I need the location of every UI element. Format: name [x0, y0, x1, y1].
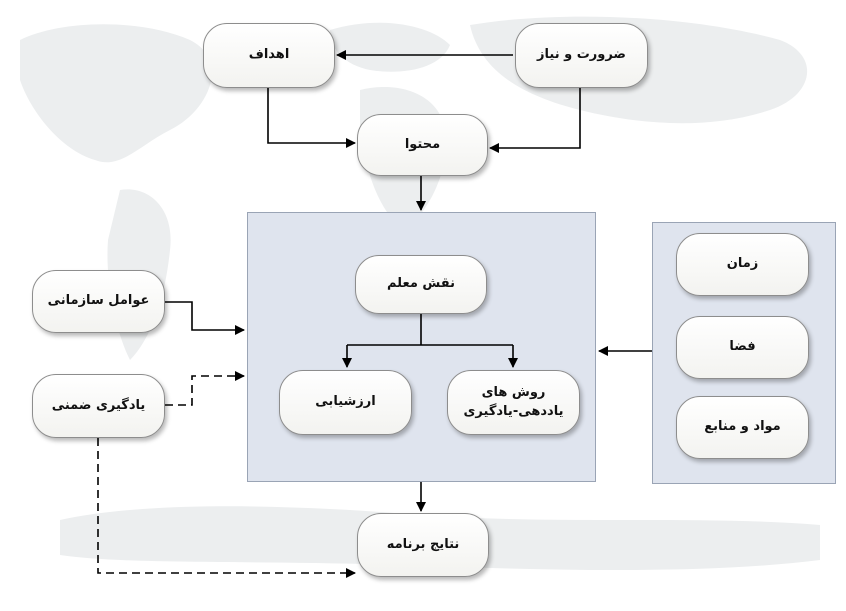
node-materials: مواد و منابع	[676, 396, 809, 459]
arrow-org-factors-to-panel	[165, 301, 245, 335]
node-content: محتوا	[357, 114, 488, 176]
node-teaching-methods: روش های یاددهی-یادگیری	[447, 370, 580, 435]
node-time: زمان	[676, 233, 809, 296]
node-goals: اهداف	[203, 23, 335, 88]
node-space: فضا	[676, 316, 809, 379]
node-program-results: نتایج برنامه	[357, 513, 489, 577]
arrow-goals-to-content	[267, 88, 356, 148]
arrow-need-to-content	[489, 88, 581, 153]
node-evaluation: ارزشیابی	[279, 370, 412, 435]
node-teaching-methods-line2: یاددهی-یادگیری	[463, 403, 564, 419]
node-teacher-role: نقش معلم	[355, 255, 487, 314]
node-need: ضرورت و نیاز	[515, 23, 648, 88]
node-implicit-learning: یادگیری ضمنی	[32, 374, 165, 438]
arrow-implicit-to-results	[97, 438, 356, 578]
node-teaching-methods-line1: روش های	[481, 384, 546, 400]
node-organizational-factors: عوامل سازمانی	[32, 270, 165, 333]
arrow-implicit-to-panel	[165, 371, 245, 406]
